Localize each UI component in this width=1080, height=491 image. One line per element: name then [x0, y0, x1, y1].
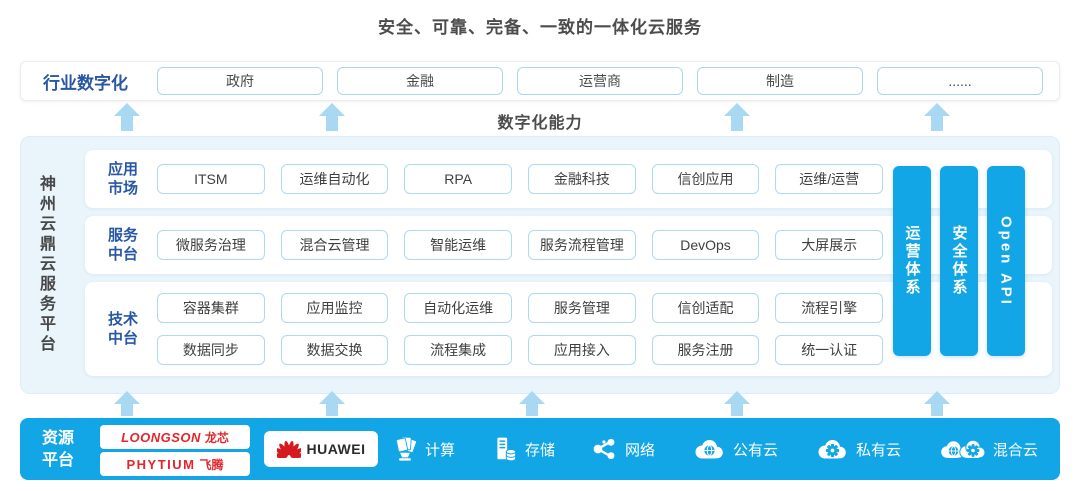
capability-pill: 应用接入 [528, 335, 636, 365]
network-icon [593, 438, 615, 460]
resource-item: 存储 [492, 436, 555, 462]
loongson-logo: LOONGSON 龙芯 [100, 425, 250, 449]
capability-pill: RPA [404, 164, 513, 194]
resource-platform-bar: 资源 平台 LOONGSON 龙芯 PHYTIUM 飞腾 [20, 418, 1060, 480]
industry-digitalization-row: 行业数字化 政府 金融 运营商 制造 ...... [20, 61, 1060, 101]
industry-row-label: 行业数字化 [43, 73, 128, 93]
industry-box: 政府 [157, 67, 323, 95]
up-arrow-icon [519, 391, 545, 416]
capability-pill: 智能运维 [404, 230, 513, 260]
capability-pill: 服务管理 [528, 293, 636, 323]
up-arrow-icon [724, 391, 750, 416]
resource-item-label: 公有云 [732, 441, 778, 459]
capability-pill: 微服务治理 [157, 230, 265, 260]
capability-pill: 统一认证 [775, 335, 884, 365]
capability-pill: 金融科技 [528, 164, 636, 194]
storage-icon [497, 437, 517, 462]
capability-pill: 数据同步 [157, 335, 265, 365]
capability-pill: 运维自动化 [280, 164, 389, 194]
capability-pill: 流程引擎 [775, 293, 884, 323]
resource-items: 计算 存储 [392, 418, 1038, 480]
page-title: 安全、可靠、完备、一致的一体化云服务 [378, 18, 702, 37]
hybrid-cloud-icon [941, 439, 986, 459]
capability-pill: 混合云管理 [280, 230, 389, 260]
public-cloud-icon [695, 440, 723, 459]
capability-pill: ITSM [157, 164, 265, 194]
open-api-bar: Open API [987, 166, 1025, 356]
resource-item-label: 私有云 [855, 441, 901, 459]
platform-name-vertical-label: 神州云鼎云服务平台 [37, 175, 54, 355]
capability-pill: 容器集群 [157, 293, 265, 323]
ops-system-bar: 运营体系 [893, 166, 931, 356]
service-middleware-row: 服务 中台 微服务治理 混合云管理 智能运维 服务流程管理 DevOps 大屏展… [85, 216, 1052, 274]
huawei-flower-icon [276, 441, 301, 458]
up-arrow-icon [114, 391, 140, 416]
industry-box: 运营商 [517, 67, 683, 95]
industry-box: ...... [877, 67, 1043, 95]
industry-box: 制造 [697, 67, 863, 95]
resource-item-label: 混合云 [992, 441, 1038, 459]
capability-pill: 大屏展示 [775, 230, 884, 260]
resource-item: 混合云 [938, 436, 1038, 462]
resource-platform-label: 资源 平台 [42, 430, 75, 469]
capability-pill: 应用监控 [280, 293, 389, 323]
up-arrow-icon [319, 103, 345, 131]
compute-icon [395, 436, 418, 461]
resource-item: 公有云 [692, 437, 778, 461]
capability-pill: DevOps [651, 230, 760, 260]
industry-box: 金融 [337, 67, 503, 95]
up-arrow-icon [924, 103, 950, 131]
capability-pill: 运维/运营 [775, 164, 884, 194]
industry-boxes: 政府 金融 运营商 制造 ...... [157, 67, 1043, 95]
up-arrow-icon [319, 391, 345, 416]
capability-pill: 流程集成 [404, 335, 513, 365]
capability-pill: 服务流程管理 [528, 230, 636, 260]
digital-capability-label: 数字化能力 [497, 115, 583, 132]
phytium-logo: PHYTIUM 飞腾 [100, 452, 250, 476]
resource-item-label: 存储 [524, 441, 555, 459]
up-arrow-icon [724, 103, 750, 131]
capability-pill: 信创适配 [651, 293, 760, 323]
resource-item: 网络 [592, 436, 655, 462]
resource-item: 私有云 [815, 437, 901, 461]
up-arrow-icon [924, 391, 950, 416]
security-system-bar: 安全体系 [940, 166, 978, 356]
capability-pill: 数据交换 [280, 335, 389, 365]
app-market-row: 应用 市场 ITSM 运维自动化 RPA 金融科技 信创应用 运维/运营 [85, 150, 1052, 208]
resource-item-label: 计算 [425, 441, 456, 459]
row-label: 服务 中台 [107, 226, 138, 264]
capability-pill: 信创应用 [651, 164, 760, 194]
capability-pill: 自动化运维 [404, 293, 513, 323]
huawei-logo: HUAWEI [264, 431, 378, 467]
private-cloud-icon [818, 440, 846, 459]
tech-middleware-row: 技术 中台 容器集群 应用监控 自动化运维 服务管理 信创适配 流程引擎 数据同… [85, 282, 1052, 376]
capability-pill: 服务注册 [651, 335, 760, 365]
up-arrow-icon [114, 103, 140, 131]
row-label: 应用 市场 [107, 160, 138, 198]
resource-item: 计算 [392, 436, 455, 462]
row-label: 技术 中台 [107, 310, 138, 348]
resource-item-label: 网络 [624, 441, 655, 459]
